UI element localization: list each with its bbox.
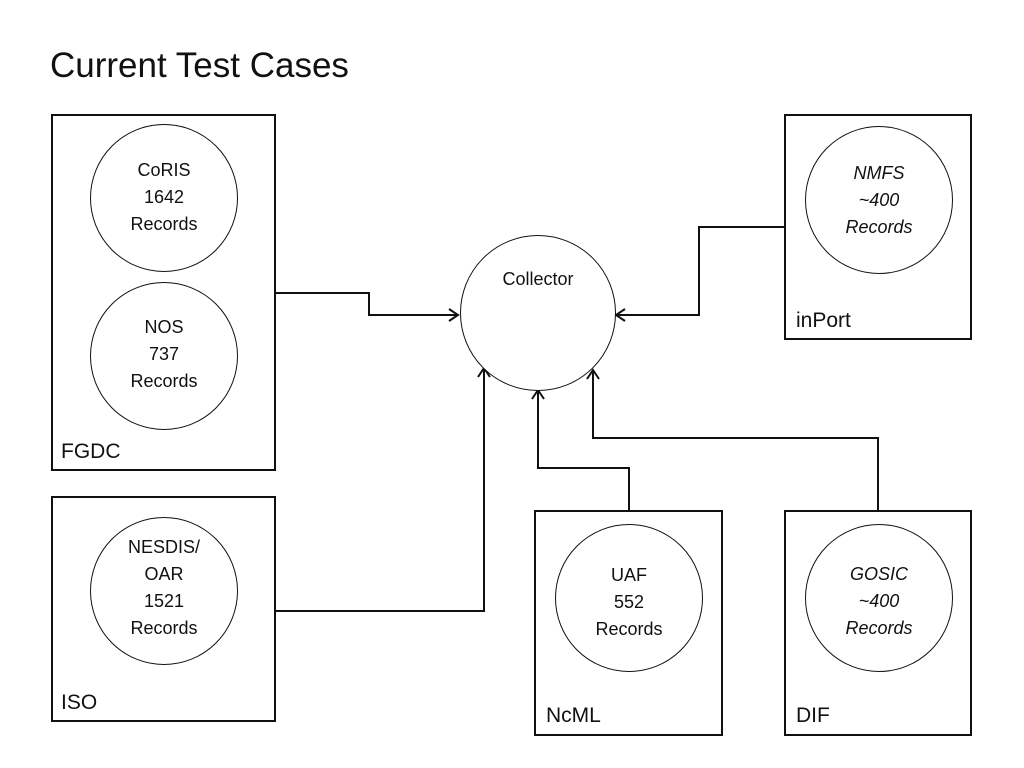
iso-group-label: ISO (61, 691, 98, 714)
coris-node (90, 124, 238, 272)
arrow-iso-to-collector (276, 369, 485, 612)
dif-group-box (784, 510, 972, 736)
fgdc-group-label: FGDC (61, 440, 121, 463)
collector-label: Collector (502, 269, 574, 289)
arrow-ncml-to-collector (537, 391, 630, 511)
arrow-fgdc-to-collector (276, 292, 457, 316)
coris-label: CoRIS 1642 Records (130, 160, 198, 234)
dif-group-label: DIF (796, 704, 830, 727)
iso-group-box (51, 496, 276, 722)
nos-node (90, 282, 238, 430)
uaf-label: UAF 552 Records (595, 565, 663, 639)
arrow-inport-to-collector (617, 226, 784, 316)
collector-node (460, 235, 616, 391)
inport-group-box (784, 114, 972, 340)
uaf-node (555, 524, 703, 672)
nos-label: NOS 737 Records (130, 317, 198, 391)
ncml-group-box (534, 510, 723, 736)
gosic-node (805, 524, 953, 672)
nmfs-node (805, 126, 953, 274)
nesdis-label: NESDIS/ OAR 1521 Records (127, 537, 201, 638)
ncml-group-label: NcML (546, 704, 601, 727)
inport-group-label: inPort (796, 309, 851, 332)
page-title: Current Test Cases (50, 46, 349, 85)
nesdis-node (90, 517, 238, 665)
nmfs-label: NMFS ~400 Records (845, 163, 913, 237)
arrow-dif-to-collector (592, 371, 879, 511)
fgdc-group-box (51, 114, 276, 471)
gosic-label: GOSIC ~400 Records (845, 564, 913, 638)
